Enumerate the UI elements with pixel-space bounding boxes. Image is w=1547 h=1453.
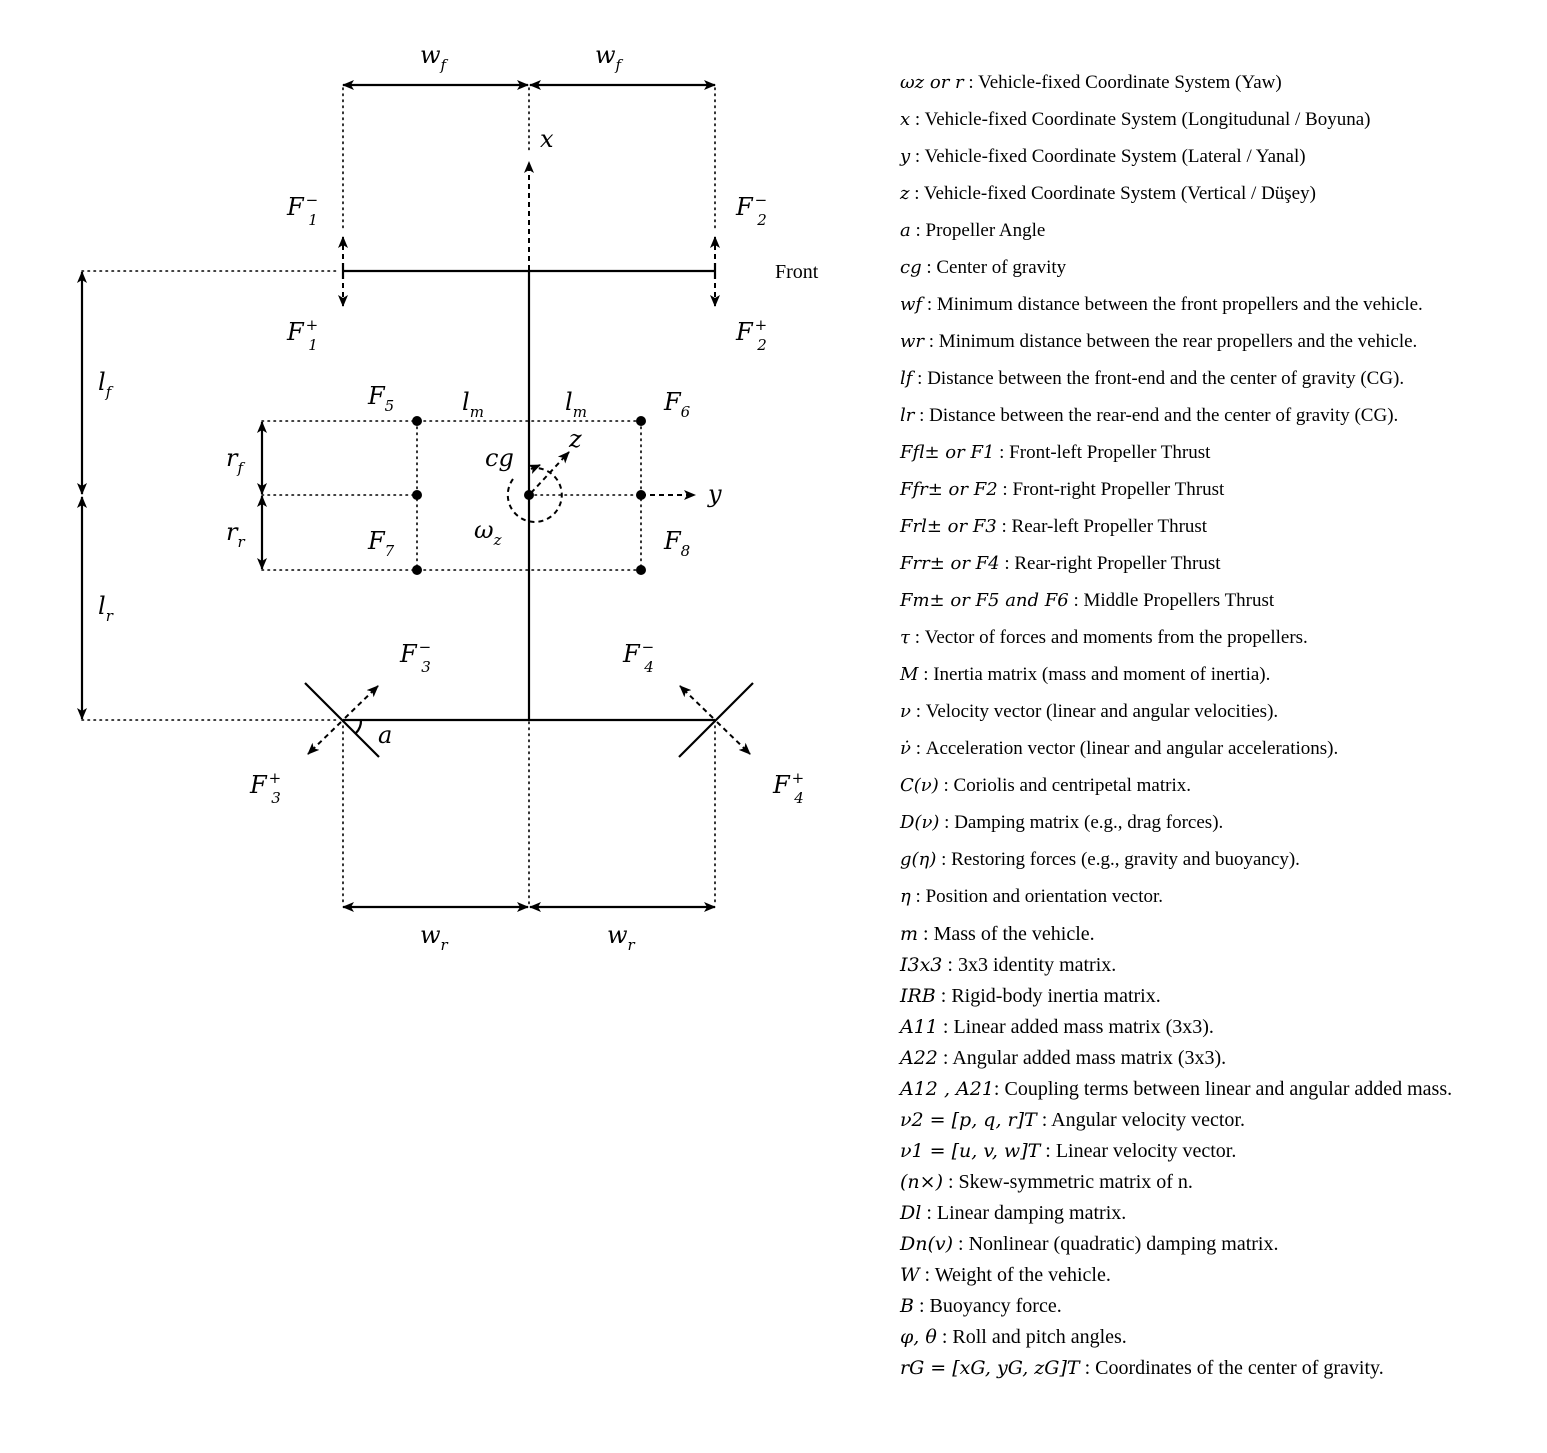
- f2-minus-label: F−2: [735, 191, 767, 229]
- rf-label: rf: [226, 444, 245, 477]
- rear-right-propeller: [678, 682, 754, 758]
- rr-label: rr: [226, 518, 245, 551]
- legend-item: ν2 = [p, q, r]T : Angular velocity vecto…: [900, 1109, 1245, 1131]
- legend-item: W : Weight of the vehicle.: [900, 1264, 1111, 1286]
- front-label: Front: [775, 261, 819, 283]
- f6-point: [636, 416, 646, 426]
- legend-item: ν : Velocity vector (linear and angular …: [900, 701, 1279, 722]
- legend-item: Ffr± or F2 : Front-right Propeller Thrus…: [900, 479, 1225, 500]
- legend-item: lr : Distance between the rear-end and t…: [900, 405, 1399, 426]
- f7-label: F7: [367, 527, 395, 560]
- legend-item: Fm± or F5 and F6 : Middle Propellers Thr…: [900, 590, 1275, 611]
- wr-right-label: wr: [607, 921, 636, 954]
- f3-plus-arrow: [307, 721, 342, 755]
- legend-item: A11 : Linear added mass matrix (3x3).: [900, 1016, 1214, 1038]
- f4-plus-arrow: [716, 721, 751, 755]
- yaw-arc-head: [527, 464, 541, 475]
- legend-item: I3x3 : 3x3 identity matrix.: [900, 954, 1117, 976]
- symbol-legend: ωz or r : Vehicle-fixed Coordinate Syste…: [900, 70, 1540, 1386]
- x-axis-label: x: [540, 125, 554, 153]
- right-mid-point: [636, 490, 646, 500]
- f3-minus-arrow: [344, 685, 379, 719]
- legend-item: m : Mass of the vehicle.: [900, 923, 1095, 945]
- lm-right-label: lm: [565, 388, 587, 421]
- legend-item: ωz or r : Vehicle-fixed Coordinate Syste…: [900, 72, 1282, 93]
- f4-minus-arrow: [679, 685, 714, 719]
- f4-plus-label: F+4: [772, 769, 804, 807]
- omega-label: ωz: [474, 516, 502, 549]
- legend-item: wr : Minimum distance between the rear p…: [900, 331, 1418, 352]
- lm-left-label: lm: [462, 388, 484, 421]
- cg-label: cg: [485, 444, 514, 472]
- z-axis-label: z: [568, 425, 582, 453]
- legend-item: ν1 = [u, v, w]T : Linear velocity vector…: [900, 1140, 1237, 1162]
- legend-item: Dl : Linear damping matrix.: [900, 1202, 1127, 1224]
- f1-plus-label: F+1: [286, 316, 318, 354]
- legend-item: IRB : Rigid-body inertia matrix.: [900, 985, 1161, 1007]
- wf-left-label: wf: [420, 41, 449, 74]
- legend-item: η : Position and orientation vector.: [900, 886, 1164, 907]
- legend-item: z : Vehicle-fixed Coordinate System (Ver…: [900, 183, 1316, 204]
- f4-minus-label: F−4: [622, 638, 654, 676]
- f8-label: F8: [663, 527, 690, 560]
- legend-item: M : Inertia matrix (mass and moment of i…: [900, 664, 1271, 685]
- y-axis-label: y: [707, 480, 722, 508]
- legend-item: lf : Distance between the front-end and …: [900, 368, 1405, 389]
- f3-plus-label: F+3: [249, 769, 281, 807]
- legend-item: C(ν) : Coriolis and centripetal matrix.: [900, 775, 1191, 796]
- legend-item: B : Buoyancy force.: [900, 1295, 1062, 1317]
- vehicle-diagram: wf wf x Front F−1 F−2 F+1 F+2 lf lr rf r…: [77, 41, 819, 954]
- angle-label: a: [378, 721, 392, 749]
- wf-right-label: wf: [595, 41, 624, 74]
- legend-item: ν̇ : Acceleration vector (linear and ang…: [900, 738, 1339, 759]
- legend-item: Ffl± or F1 : Front-left Propeller Thrust: [900, 442, 1211, 463]
- legend-item: τ : Vector of forces and moments from th…: [900, 627, 1308, 648]
- legend-item: D(ν) : Damping matrix (e.g., drag forces…: [900, 812, 1224, 833]
- lf-label: lf: [98, 368, 114, 401]
- f7-point: [412, 565, 422, 575]
- legend-item: (n×) : Skew-symmetric matrix of n.: [900, 1171, 1193, 1193]
- legend-item: a : Propeller Angle: [900, 220, 1046, 241]
- yaw-arc: [506, 466, 563, 523]
- f2-plus-label: F+2: [735, 316, 767, 354]
- legend-item: x : Vehicle-fixed Coordinate System (Lon…: [900, 109, 1371, 130]
- f1-minus-label: F−1: [286, 191, 318, 229]
- cg-point: [524, 490, 534, 500]
- left-mid-point: [412, 490, 422, 500]
- legend-item: Frl± or F3 : Rear-left Propeller Thrust: [900, 516, 1208, 537]
- legend-item: rG = [xG, yG, zG]T : Coordinates of the …: [900, 1357, 1384, 1379]
- legend-item: Dn(v) : Nonlinear (quadratic) damping ma…: [900, 1233, 1279, 1255]
- legend-item: Frr± or F4 : Rear-right Propeller Thrust: [900, 553, 1221, 574]
- lr-label: lr: [98, 592, 114, 625]
- f3-minus-label: F−3: [399, 638, 431, 676]
- legend-item: wf : Minimum distance between the front …: [900, 294, 1423, 315]
- legend-item: A22 : Angular added mass matrix (3x3).: [900, 1047, 1227, 1069]
- rear-left-propeller: [304, 682, 380, 758]
- legend-item: y : Vehicle-fixed Coordinate System (Lat…: [900, 146, 1306, 167]
- legend-item: A12 , A21: Coupling terms between linear…: [900, 1078, 1453, 1100]
- wr-left-label: wr: [420, 921, 449, 954]
- f5-point: [412, 416, 422, 426]
- f6-label: F6: [663, 388, 691, 421]
- legend-item: φ, θ : Roll and pitch angles.: [900, 1326, 1127, 1348]
- legend-item: cg : Center of gravity: [900, 257, 1067, 278]
- f5-label: F5: [367, 382, 394, 415]
- angle-arc: [355, 719, 363, 734]
- f8-point: [636, 565, 646, 575]
- legend-item: g(η) : Restoring forces (e.g., gravity a…: [900, 849, 1300, 870]
